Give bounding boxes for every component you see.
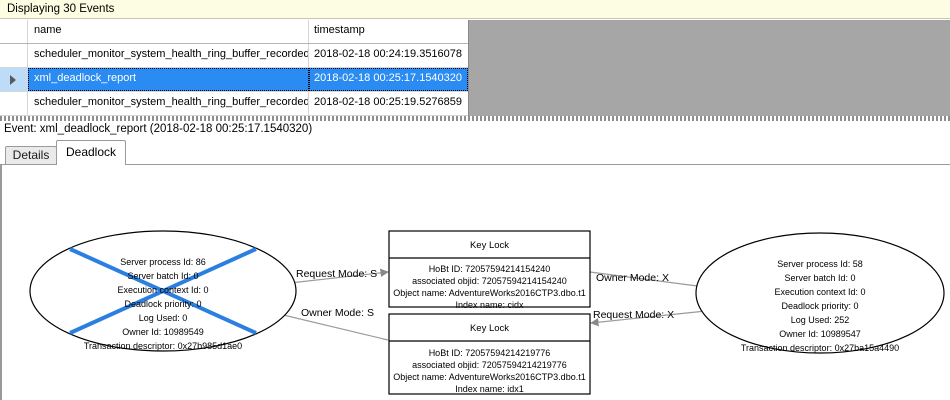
displaying-events-banner: Displaying 30 Events — [0, 0, 950, 19]
pane-left-border — [0, 165, 2, 400]
cell-name[interactable]: scheduler_monitor_system_health_ring_buf… — [28, 92, 309, 115]
resource-line: Object name: AdventureWorks2016CTP3.dbo.… — [393, 372, 585, 382]
edge-label-owner-x: Owner Mode: X — [596, 272, 669, 284]
current-row-arrow-icon — [10, 75, 16, 85]
process-line: Server process Id: 86 — [120, 257, 206, 267]
row-header-cell[interactable] — [0, 92, 28, 115]
resource-line: associated objid: 72057594214219776 — [412, 360, 567, 370]
process-line: Execution context Id: 0 — [774, 287, 865, 297]
cell-timestamp[interactable]: 2018-02-18 00:25:17.1540320 — [309, 68, 468, 91]
resource-line: HoBt ID: 72057594214219776 — [429, 348, 551, 358]
victim-cross-icon — [69, 247, 257, 335]
banner-label: Displaying 30 Events — [7, 3, 115, 15]
events-grid-area: name timestamp scheduler_monitor_system_… — [0, 20, 950, 116]
edge-owner-s[interactable]: Owner Mode: S — [274, 307, 389, 341]
tab-details[interactable]: Details — [5, 146, 57, 165]
column-header-timestamp[interactable]: timestamp — [314, 24, 365, 36]
row-header-cell[interactable] — [0, 68, 28, 91]
event-detail-label: Event: xml_deadlock_report (2018-02-18 0… — [4, 123, 313, 135]
edge-label-owner-s: Owner Mode: S — [301, 307, 374, 319]
resource-box-top[interactable] — [388, 230, 591, 308]
edge-label-request-s: Request Mode: S — [296, 268, 377, 280]
process-line: Transaction descriptor: 0x27ba15a4490 — [741, 343, 899, 353]
cell-name[interactable]: scheduler_monitor_system_health_ring_buf… — [28, 44, 309, 67]
process-line: Transaction descriptor: 0x27b985d1ae0 — [84, 341, 242, 351]
process-line: Execution context Id: 0 — [117, 285, 208, 295]
cell-timestamp[interactable]: 2018-02-18 00:25:19.5276859 — [314, 96, 463, 108]
cell-name[interactable]: xml_deadlock_report — [28, 68, 309, 91]
process-line: Deadlock priority: 0 — [781, 301, 858, 311]
process-line: Deadlock priority: 0 — [124, 299, 201, 309]
edge-owner-x[interactable]: Owner Mode: X — [589, 271, 706, 291]
deadlock-graph-canvas[interactable]: Request Mode: S Owner Mode: X Owner Mode… — [0, 165, 950, 400]
edge-request-x[interactable]: Request Mode: X — [590, 309, 707, 327]
resource-node-bottom-key-lock[interactable]: Key Lock HoBt ID: 72057594214219776 asso… — [388, 313, 591, 395]
process-line: Log Used: 252 — [791, 315, 850, 325]
process-line: Server process Id: 58 — [777, 259, 863, 269]
resource-title: Key Lock — [470, 240, 509, 251]
process-line: Owner Id: 10989547 — [779, 329, 861, 339]
detail-tab-strip: Details Deadlock — [0, 140, 950, 165]
pane-splitter[interactable] — [0, 116, 950, 121]
process-line: Owner Id: 10989549 — [122, 327, 204, 337]
resource-line: HoBt ID: 72057594214154240 — [429, 264, 551, 274]
edge-label-request-x: Request Mode: X — [593, 309, 674, 321]
resource-title: Key Lock — [470, 323, 509, 334]
process-node-right[interactable]: Server process Id: 58 Server batch Id: 0… — [695, 232, 945, 354]
process-line: Log Used: 0 — [139, 313, 188, 323]
events-grid[interactable]: name timestamp scheduler_monitor_system_… — [0, 20, 469, 116]
resource-node-top-key-lock[interactable]: Key Lock HoBt ID: 72057594214154240 asso… — [388, 230, 591, 310]
resource-box-bottom[interactable] — [388, 313, 591, 395]
resource-line: Index name: idx1 — [455, 384, 524, 394]
resource-line: Object name: AdventureWorks2016CTP3.dbo.… — [393, 288, 585, 298]
resource-line: associated objid: 72057594214154240 — [412, 276, 567, 286]
row-header-cell[interactable] — [0, 44, 28, 67]
event-detail-header: Event: xml_deadlock_report (2018-02-18 0… — [0, 121, 950, 139]
deadlock-graph-pane[interactable]: Request Mode: S Owner Mode: X Owner Mode… — [0, 164, 950, 400]
table-row[interactable]: scheduler_monitor_system_health_ring_buf… — [0, 44, 468, 68]
table-row[interactable]: scheduler_monitor_system_health_ring_buf… — [0, 92, 468, 116]
tab-deadlock[interactable]: Deadlock — [56, 140, 126, 165]
grid-header-row: name timestamp — [0, 20, 468, 44]
column-header-name[interactable]: name — [28, 20, 309, 43]
process-node-left[interactable]: Server process Id: 86 Server batch Id: 0… — [29, 230, 297, 352]
cell-timestamp[interactable]: 2018-02-18 00:24:19.3516078 — [314, 48, 463, 60]
process-line: Server batch Id: 0 — [784, 273, 855, 283]
grid-header-corner — [0, 20, 28, 43]
resource-line: Index name: cidx — [455, 300, 524, 310]
table-row-selected[interactable]: xml_deadlock_report 2018-02-18 00:25:17.… — [0, 68, 468, 92]
process-line: Server batch Id: 0 — [127, 271, 198, 281]
process-ellipse-right[interactable] — [695, 232, 945, 354]
